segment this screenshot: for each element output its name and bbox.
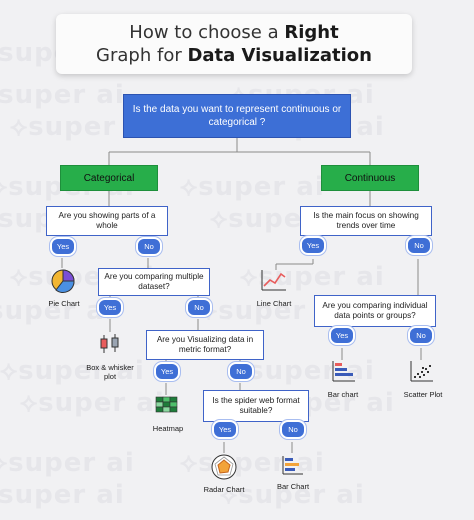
multiple-yes-pill: Yes — [97, 298, 123, 317]
box-whisker-label: Box & whisker plot — [86, 363, 134, 381]
metric-no-pill: No — [228, 362, 254, 381]
title-line-1: How to choose a Right — [129, 22, 339, 43]
horizontal-bar-icon — [332, 361, 355, 382]
parts-of-whole-question: Are you showing parts of a whole — [46, 206, 168, 236]
multiple-dataset-question: Are you comparing multiple dataset? — [98, 268, 210, 296]
continuous-box: Continuous — [321, 165, 419, 191]
radar-chart-label: Radar Chart — [203, 485, 245, 494]
individual-yes-pill: Yes — [329, 326, 355, 345]
parts-yes-pill: Yes — [50, 237, 76, 256]
spider-web-question: Is the spider web format suitable? — [203, 390, 309, 422]
bar-chart-label: Bar Chart — [276, 482, 310, 491]
title-line-2: Graph for Data Visualization — [96, 45, 372, 66]
heatmap-label: Heatmap — [152, 424, 184, 433]
trends-yes-pill: Yes — [300, 236, 326, 255]
metric-format-question: Are you Visualizing data in metric forma… — [146, 330, 264, 360]
root-question-box: Is the data you want to represent contin… — [123, 94, 351, 138]
line-chart-icon — [261, 270, 286, 291]
box-whisker-icon — [100, 334, 119, 353]
metric-yes-pill: Yes — [154, 362, 180, 381]
parts-no-pill: No — [136, 237, 162, 256]
pie-chart-label: Pie Chart — [48, 299, 80, 308]
line-chart-label: Line Chart — [256, 299, 292, 308]
root-question-text: Is the data you want to represent contin… — [132, 104, 342, 128]
continuous-bar-chart-label: Bar chart — [327, 390, 359, 399]
trends-no-pill: No — [406, 236, 432, 255]
pie-chart-icon — [51, 269, 75, 294]
bar-chart-icon — [282, 456, 303, 475]
categorical-label: Categorical — [83, 172, 135, 184]
trends-over-time-question: Is the main focus on showing trends over… — [300, 206, 432, 236]
spider-no-pill: No — [280, 420, 306, 439]
multiple-no-pill: No — [186, 298, 212, 317]
individual-or-groups-question: Are you comparing individual data points… — [314, 295, 436, 327]
heatmap-icon — [155, 396, 178, 413]
individual-no-pill: No — [408, 326, 434, 345]
radar-chart-icon — [211, 454, 237, 480]
spider-yes-pill: Yes — [212, 420, 238, 439]
continuous-label: Continuous — [344, 172, 396, 184]
categorical-box: Categorical — [60, 165, 158, 191]
scatter-plot-label: Scatter Plot — [403, 390, 443, 399]
scatter-plot-icon — [410, 361, 433, 382]
title-card: How to choose a Right Graph for Data Vis… — [56, 14, 412, 74]
